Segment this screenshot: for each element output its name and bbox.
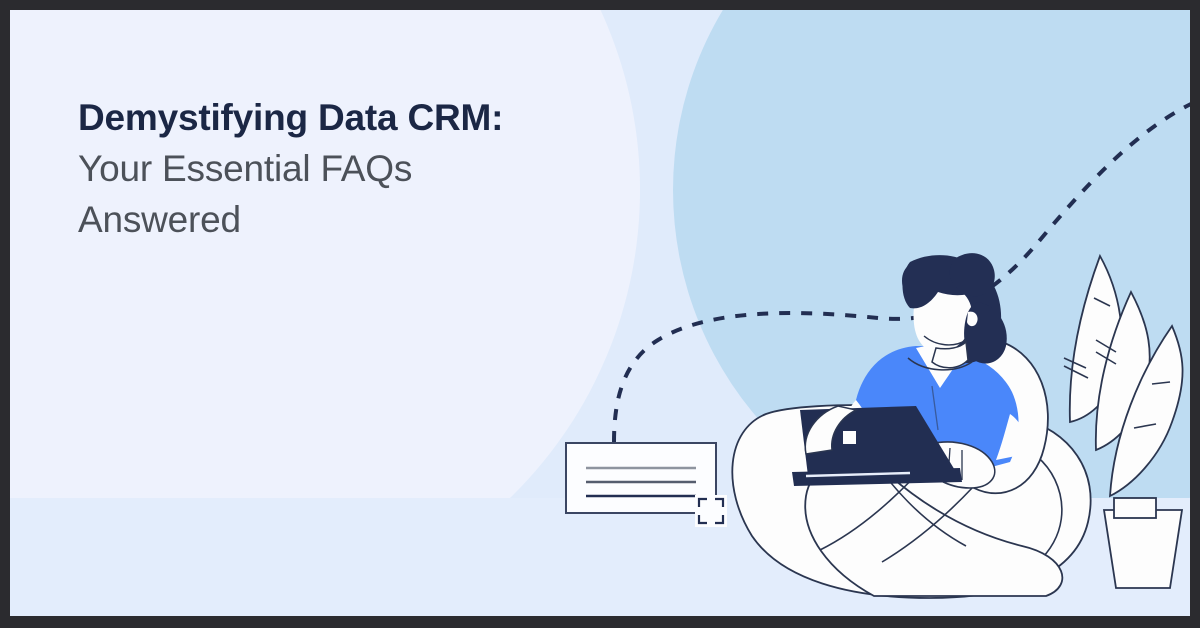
banner-canvas: Demystifying Data CRM: Your Essential FA… bbox=[10, 10, 1190, 616]
hair-bun bbox=[949, 253, 995, 297]
plant-pot-band bbox=[1113, 497, 1157, 519]
laptop-hinge-highlight bbox=[805, 471, 911, 478]
dashed-connector-path bbox=[612, 102, 1190, 443]
chin-line bbox=[923, 335, 967, 346]
headline-line-3: Answered bbox=[78, 199, 241, 240]
crop-marks-icon bbox=[695, 495, 727, 527]
left-arm bbox=[804, 405, 859, 455]
plant-leaf-3 bbox=[1109, 324, 1184, 498]
potted-plant bbox=[1063, 253, 1184, 589]
page-title: Demystifying Data CRM: Your Essential FA… bbox=[78, 92, 698, 245]
ear bbox=[967, 311, 978, 327]
laptop-base bbox=[792, 468, 962, 486]
hero-illustration bbox=[10, 10, 1190, 616]
document-card bbox=[565, 442, 717, 514]
laptop-logo bbox=[843, 431, 856, 444]
headline-line-2: Your Essential FAQs bbox=[78, 148, 413, 189]
head bbox=[902, 253, 1007, 371]
collar bbox=[907, 357, 973, 371]
neck bbox=[931, 340, 969, 369]
headline-line-1: Demystifying Data CRM: bbox=[78, 97, 504, 138]
plant-pot bbox=[1102, 509, 1184, 589]
